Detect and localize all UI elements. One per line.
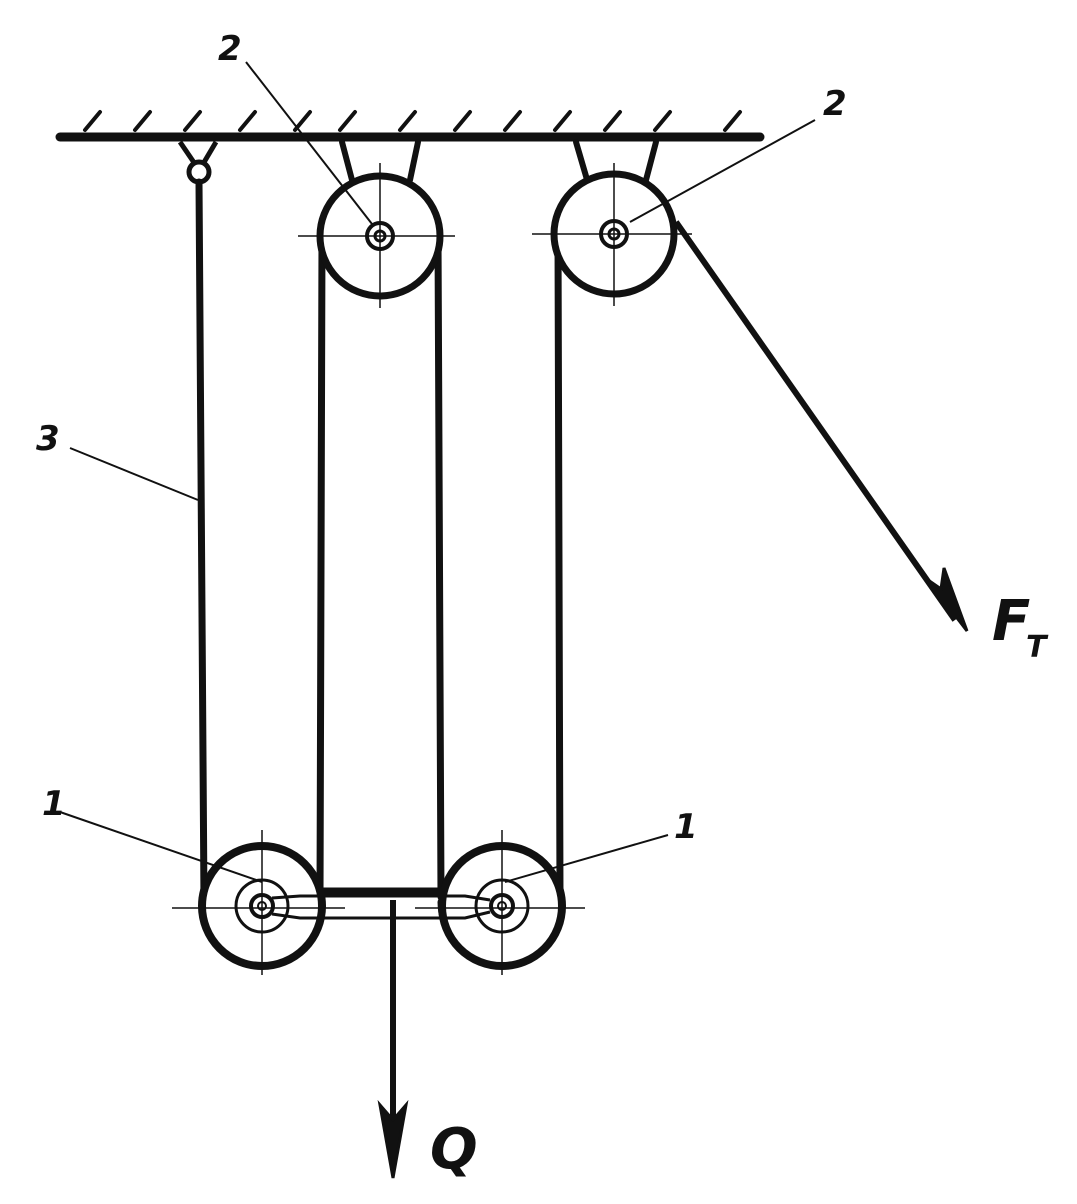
leader-movable-left <box>59 811 263 883</box>
movable-pulley-right <box>415 830 585 975</box>
rope-anchor <box>177 140 219 185</box>
label-movable-pulley-right: 1 <box>674 807 698 847</box>
label-fixed-pulley-right: 2 <box>823 84 847 124</box>
fixed-pulley-left <box>298 163 455 308</box>
leader-lines <box>59 61 816 883</box>
movable-pulley-left <box>172 830 345 975</box>
label-force-main: F <box>992 589 1030 654</box>
label-movable-pulley-left: 1 <box>42 784 66 824</box>
fixed-pulley-right <box>532 163 692 306</box>
leader-fixed-right <box>629 119 816 223</box>
label-fixed-pulley-left: 2 <box>218 29 242 69</box>
ceiling <box>55 110 765 142</box>
label-force-subscript: T <box>1026 630 1049 665</box>
load-force-arrow <box>377 900 409 1179</box>
rope-segment-3 <box>434 233 445 901</box>
label-rope: 3 <box>36 419 60 459</box>
rope-segment-4 <box>554 233 564 901</box>
leader-movable-right <box>504 834 669 883</box>
pulling-force-arrow <box>673 220 969 632</box>
rope-segment-1 <box>195 178 208 906</box>
leader-rope <box>69 447 199 501</box>
leader-fixed-left <box>245 61 373 225</box>
pulley-brackets <box>339 139 659 186</box>
label-load: Q <box>430 1117 478 1182</box>
ceiling-hatching <box>83 110 742 132</box>
rope-segment-2 <box>316 233 326 901</box>
load-link <box>271 887 491 920</box>
